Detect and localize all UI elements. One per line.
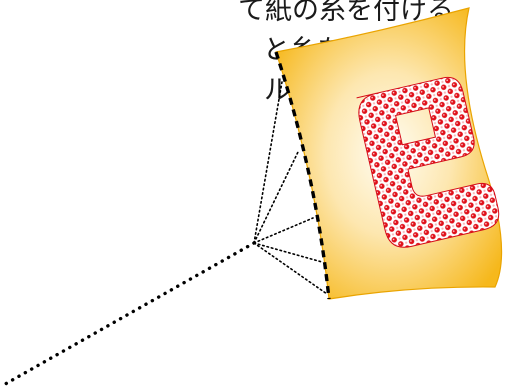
flying-line: [0, 241, 256, 387]
kite-letter-e: [356, 76, 500, 248]
kite-spar: [274, 51, 331, 300]
kite-bridle: [253, 81, 328, 295]
